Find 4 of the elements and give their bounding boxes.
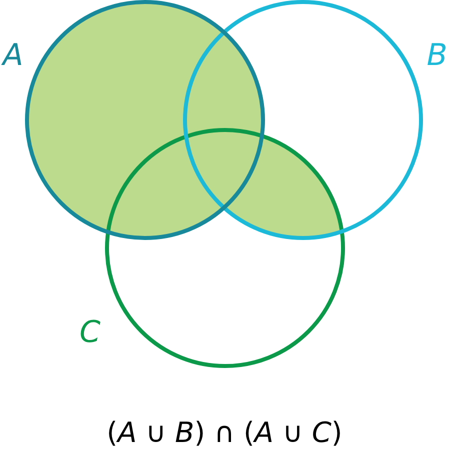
set-label: A xyxy=(2,41,24,71)
set-label: B xyxy=(426,41,448,71)
set-label: C xyxy=(80,318,100,348)
set-expression: (A ∪ B) ∩ (A ∪ C) xyxy=(106,416,344,450)
